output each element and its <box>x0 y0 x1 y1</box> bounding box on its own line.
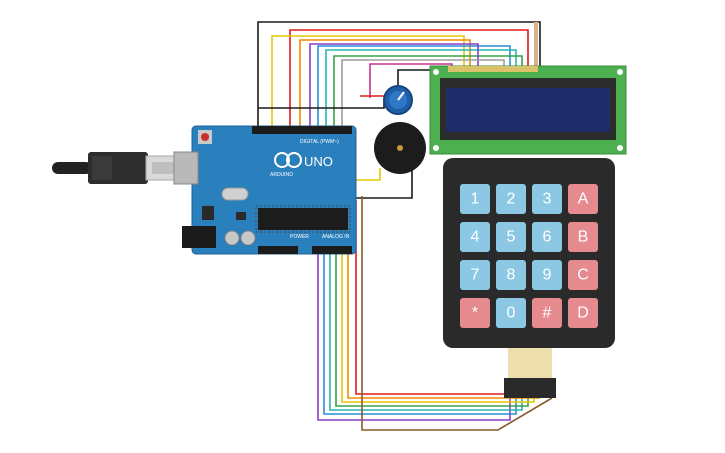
keypad-key-label: C <box>577 267 589 284</box>
usb-cable-wire <box>52 162 92 174</box>
keypad-keys: 1 2 3 A 4 5 6 B 7 8 9 C * 0 # D <box>460 184 598 328</box>
reset-button-cap[interactable] <box>201 133 209 141</box>
analog-header <box>312 246 352 254</box>
arduino-board[interactable]: DIGITAL (PWM~) UNO ARDUINO POWER ANALOG … <box>173 125 357 255</box>
wire-purple-lcd <box>309 43 479 128</box>
potentiometer-knob-indicator <box>397 91 405 101</box>
keypad-key-label: 3 <box>543 191 552 208</box>
keypad-key-4[interactable]: 4 <box>460 222 490 252</box>
voltage-regulator <box>202 206 214 220</box>
keypad-key-label: 8 <box>507 267 516 284</box>
usb-jack <box>173 151 199 185</box>
keypad-key-face[interactable] <box>496 184 526 214</box>
keypad-key-9[interactable]: 9 <box>532 260 562 290</box>
keypad-key-face[interactable] <box>532 222 562 252</box>
keypad-key-label: 4 <box>471 229 480 246</box>
keypad-key-D[interactable]: D <box>568 298 598 328</box>
logo-brand-text: ARDUINO <box>270 172 293 178</box>
keypad-key-label: 5 <box>507 229 516 246</box>
keypad-key-face[interactable] <box>568 298 598 328</box>
capacitor-2 <box>240 230 256 246</box>
keypad-key-label: * <box>472 305 478 322</box>
wire-black-pot <box>258 100 385 109</box>
keypad-key-label: 7 <box>471 267 480 284</box>
analog-header-label: ANALOG IN <box>322 234 350 240</box>
keypad-key-label: 1 <box>471 191 480 208</box>
wire-yellow-lcd <box>271 35 465 128</box>
digital-header <box>252 126 352 134</box>
wire-teal-keypad <box>329 252 523 411</box>
wire-yellow-keypad <box>341 252 535 403</box>
wire-orange-keypad <box>347 252 540 399</box>
keypad-key-label: A <box>578 191 589 208</box>
digital-header-label: DIGITAL (PWM~) <box>300 139 339 145</box>
keypad-key-A[interactable]: A <box>568 184 598 214</box>
logo-uno-text: UNO <box>304 154 333 169</box>
keypad-key-face[interactable] <box>532 298 562 328</box>
lcd-screen <box>446 88 610 132</box>
keypad-key-C[interactable]: C <box>568 260 598 290</box>
wire-gray-lcd <box>341 59 505 128</box>
wire-purple-keypad <box>317 252 511 421</box>
lcd-display <box>429 65 627 155</box>
capacitor-1 <box>224 230 240 246</box>
keypad-key-face[interactable] <box>460 298 490 328</box>
lcd-pin-header <box>448 66 538 72</box>
usb-plug-grip <box>92 156 112 180</box>
keypad-key-face[interactable] <box>568 222 598 252</box>
keypad-key-face[interactable] <box>568 260 598 290</box>
wire-teal-lcd <box>325 49 517 128</box>
keypad-key-3[interactable]: 3 <box>532 184 562 214</box>
keypad-key-face[interactable] <box>568 184 598 214</box>
keypad-key-2[interactable]: 2 <box>496 184 526 214</box>
keypad-key-face[interactable] <box>496 222 526 252</box>
wire-orange-lcd <box>299 39 471 128</box>
keypad-key-*[interactable]: * <box>460 298 490 328</box>
atmega-chip <box>258 208 348 230</box>
keypad-key-label: 0 <box>507 305 516 322</box>
keypad-key-face[interactable] <box>460 184 490 214</box>
wire-black-lcd <box>257 21 541 128</box>
keypad-key-1[interactable]: 1 <box>460 184 490 214</box>
crystal <box>221 187 249 201</box>
keypad-key-face[interactable] <box>532 184 562 214</box>
keypad-key-6[interactable]: 6 <box>532 222 562 252</box>
keypad-key-label: D <box>577 305 589 322</box>
small-chip <box>236 212 246 220</box>
keypad-connector <box>504 378 556 398</box>
wire-brown-keypad <box>361 196 553 431</box>
keypad-key-label: B <box>578 229 589 246</box>
power-jack <box>182 226 216 248</box>
piezo-buzzer <box>374 122 426 174</box>
keypad-key-label: 9 <box>543 267 552 284</box>
keypad-key-face[interactable] <box>460 222 490 252</box>
keypad-key-7[interactable]: 7 <box>460 260 490 290</box>
power-header-label: POWER <box>290 234 309 240</box>
keypad-key-face[interactable] <box>496 298 526 328</box>
keypad-key-face[interactable] <box>460 260 490 290</box>
keypad-key-#[interactable]: # <box>532 298 562 328</box>
keypad-key-label: # <box>543 305 552 322</box>
wire-green-lcd <box>333 55 523 128</box>
wire-blue-lcd <box>317 45 511 128</box>
keypad-key-B[interactable]: B <box>568 222 598 252</box>
arduino-logo: UNO ARDUINO <box>270 152 333 178</box>
keypad[interactable]: 1 2 3 A 4 5 6 B 7 8 9 C * 0 # D <box>443 158 615 398</box>
keypad-ribbon <box>508 348 552 380</box>
keypad-key-face[interactable] <box>496 260 526 290</box>
keypad-key-label: 2 <box>507 191 516 208</box>
keypad-key-0[interactable]: 0 <box>496 298 526 328</box>
power-header <box>258 246 298 254</box>
keypad-key-label: 6 <box>543 229 552 246</box>
keypad-key-face[interactable] <box>532 260 562 290</box>
potentiometer[interactable] <box>383 85 413 115</box>
keypad-key-5[interactable]: 5 <box>496 222 526 252</box>
usb-cable <box>52 152 195 184</box>
keypad-key-8[interactable]: 8 <box>496 260 526 290</box>
wire-red-lcd <box>289 29 529 128</box>
